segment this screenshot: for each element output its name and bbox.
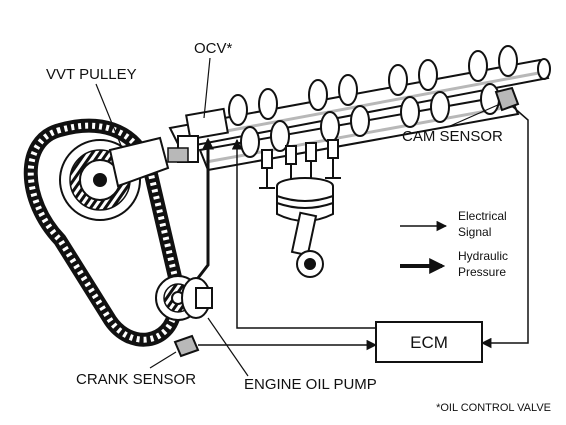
exhaust-camshaft xyxy=(198,83,520,172)
legend-hydraulic: Hydraulic Pressure xyxy=(400,249,508,279)
ecm-box: ECM xyxy=(375,321,483,363)
crank-sensor-body xyxy=(173,334,200,358)
intake-camshaft xyxy=(168,45,551,150)
cam-sensor-wire xyxy=(480,105,529,349)
ecm-label: ECM xyxy=(410,333,448,352)
oil-control-valve xyxy=(167,107,229,163)
engine-oil-pump-body xyxy=(181,277,213,319)
leader-lines xyxy=(95,57,501,377)
hydraulic-line xyxy=(196,137,214,279)
crank-sensor-label: CRANK SENSOR xyxy=(76,371,196,388)
vvt-pulley xyxy=(59,136,170,221)
valves xyxy=(259,139,341,189)
legend-hydraulic-line2: Pressure xyxy=(458,265,506,279)
camshaft-assembly xyxy=(168,45,551,278)
legend-hydraulic-line1: Hydraulic xyxy=(458,249,508,263)
footnote: *OIL CONTROL VALVE xyxy=(436,402,551,414)
cam-sensor-label: CAM SENSOR xyxy=(402,128,503,145)
engine-oil-pump-label: ENGINE OIL PUMP xyxy=(244,376,377,393)
ecm-to-ocv-wire xyxy=(231,138,376,329)
ocv-label: OCV* xyxy=(194,40,233,57)
legend-electrical-line1: Electrical xyxy=(458,209,507,223)
piston xyxy=(276,177,334,278)
timing-belt xyxy=(23,118,186,347)
vvt-pulley-label: VVT PULLEY xyxy=(46,66,137,83)
legend: Electrical Signal Hydraulic Pressure xyxy=(400,209,508,279)
legend-electrical: Electrical Signal xyxy=(400,209,507,239)
legend-electrical-line2: Signal xyxy=(458,225,491,239)
